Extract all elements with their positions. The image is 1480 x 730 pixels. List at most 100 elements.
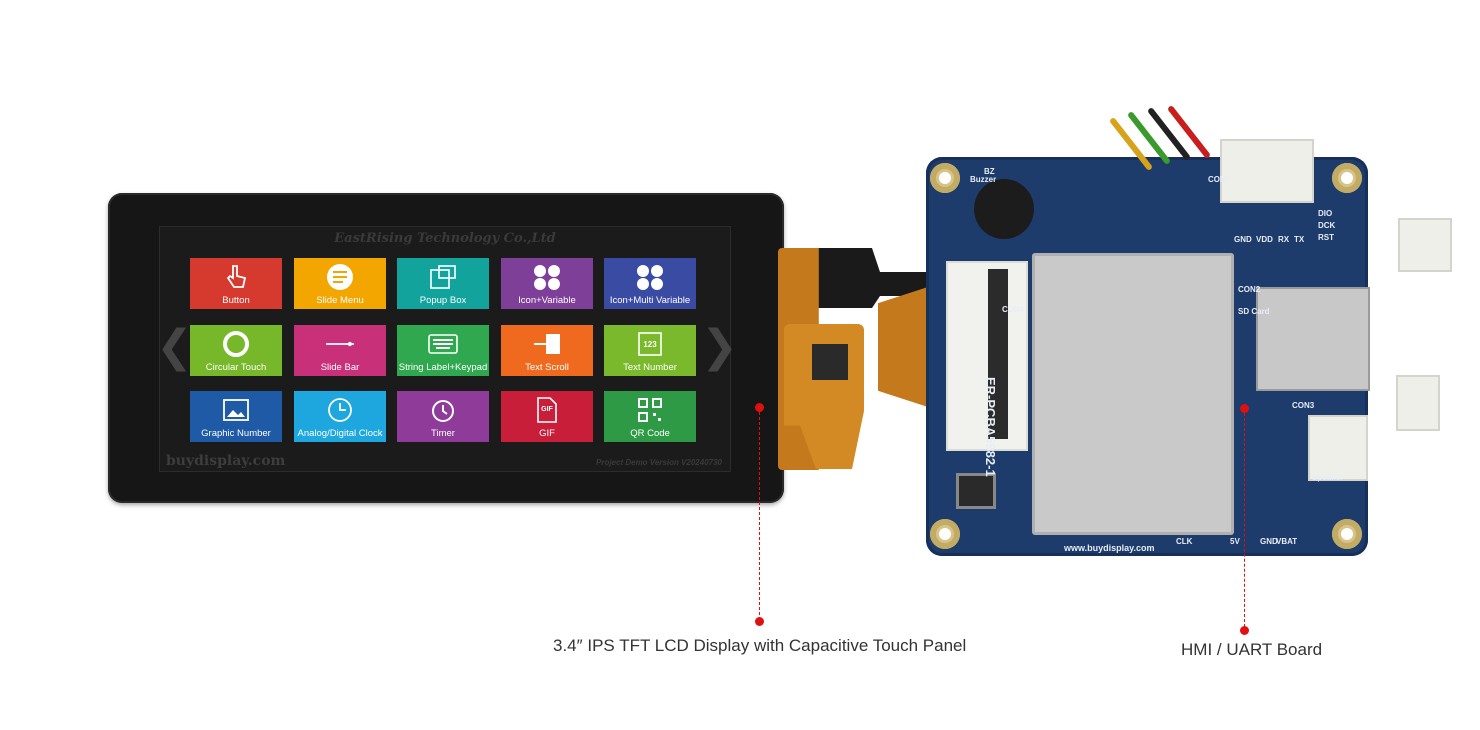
tile-label: Graphic Number (201, 428, 271, 439)
touch-screen[interactable]: EastRising Technology Co.,Ltd ❮ ❯ Button… (156, 226, 738, 472)
icon-variable-icon (532, 263, 562, 291)
tile-slide-bar[interactable]: Slide Bar (294, 325, 386, 376)
tile-circular-touch[interactable]: Circular Touch (190, 325, 282, 376)
mounting-hole (930, 163, 960, 193)
tile-label: Text Number (623, 362, 677, 373)
slide-bar-icon (325, 330, 355, 358)
company-name: EastRising Technology Co.,Ltd (334, 231, 556, 246)
silk-label: 5V (1230, 537, 1240, 546)
chevron-right-icon[interactable]: ❯ (701, 321, 738, 372)
silk-label: VDD (1256, 235, 1273, 244)
wire-black (1146, 106, 1192, 162)
lcd-display-module: EastRising Technology Co.,Ltd ❮ ❯ Button… (108, 193, 784, 503)
tile-string-label-keypad[interactable]: String Label+Keypad (397, 325, 489, 376)
clock-icon (325, 396, 355, 424)
silk-label: CLK (1176, 537, 1193, 546)
tile-popup-box[interactable]: Popup Box (397, 258, 489, 309)
tile-slide-menu[interactable]: Slide Menu (294, 258, 386, 309)
pcb-url: www.buydisplay.com (1064, 543, 1155, 553)
tile-icon-multi-variable[interactable]: Icon+Multi Variable (604, 258, 696, 309)
connector-con1 (1220, 139, 1314, 203)
keyboard-icon (428, 330, 458, 358)
board-caption: HMI / UART Board (1181, 640, 1323, 659)
tile-graphic-number[interactable]: Graphic Number (190, 391, 282, 442)
tile-label: Popup Box (419, 295, 467, 306)
silk-label: CON3 (1292, 401, 1315, 410)
popup-box-icon (428, 263, 458, 291)
silk-label: GND (1260, 537, 1278, 546)
silk-label: RST (1318, 233, 1334, 242)
speaker-connector (1308, 415, 1368, 481)
sd-card-slot (1256, 287, 1370, 391)
fpc-socket (946, 261, 1028, 451)
tile-label: Icon+Multi Variable (609, 295, 691, 306)
fpc-slot (988, 269, 1008, 439)
silk-label: DIO (1318, 209, 1333, 218)
silk-label: CON1 (1208, 175, 1231, 184)
tile-label: Slide Menu (316, 295, 364, 306)
version-label: Project Demo Version V20240730 (596, 458, 722, 467)
board-pointer-line (1244, 413, 1245, 627)
image-icon (221, 396, 251, 424)
tile-text-scroll[interactable]: Text Scroll (501, 325, 593, 376)
hand-pointer-icon (221, 263, 251, 291)
circular-touch-icon (221, 330, 251, 358)
qr-code-icon (635, 396, 665, 424)
buzzer (974, 179, 1034, 239)
number-glyph: 123 (643, 339, 657, 349)
silk-label: SD Card (1238, 307, 1270, 316)
silk-label: RX (1278, 235, 1290, 244)
silk-label: GND (1234, 235, 1252, 244)
text-number-icon: 123 (635, 330, 665, 358)
debug-connector (1396, 375, 1440, 431)
tile-analog-digital-clock[interactable]: Analog/Digital Clock (294, 391, 386, 442)
display-pointer-line (759, 412, 760, 620)
tile-icon-variable[interactable]: Icon+Variable (501, 258, 593, 309)
tile-gif[interactable]: GIF GIF (501, 391, 593, 442)
text-scroll-icon (532, 330, 562, 358)
tile-label: Button (222, 295, 250, 306)
silk-label: Buzzer (970, 175, 997, 184)
silk-label: TX (1294, 235, 1305, 244)
tile-label: Text Scroll (525, 362, 569, 373)
alarm-clock-icon (428, 396, 458, 424)
tile-label: QR Code (630, 428, 670, 439)
silk-label: VBAT (1276, 537, 1298, 546)
silk-label: CON4 (1002, 305, 1025, 314)
slide-menu-icon (325, 263, 355, 291)
tile-label: Timer (431, 428, 455, 439)
display-pointer-dot (755, 617, 764, 626)
touch-controller-chip (812, 344, 848, 380)
silk-label: DCK (1318, 221, 1336, 230)
tile-qr-code[interactable]: QR Code (604, 391, 696, 442)
tile-label: Circular Touch (205, 362, 267, 373)
tile-label: Slide Bar (320, 362, 360, 373)
board-pointer-dot (1240, 626, 1249, 635)
chevron-left-icon[interactable]: ❮ (156, 321, 193, 372)
brand-watermark: buydisplay.com (166, 453, 286, 469)
pcb-model-number: ER-PCBA5982-1 (983, 377, 998, 477)
tile-timer[interactable]: Timer (397, 391, 489, 442)
silk-label: BZ (984, 167, 995, 176)
display-pointer-dot (755, 403, 764, 412)
board-pointer-dot (1240, 404, 1249, 413)
tile-label: Analog/Digital Clock (297, 428, 383, 439)
module-shield (1032, 253, 1234, 535)
icon-multi-variable-icon (635, 263, 665, 291)
tile-button[interactable]: Button (190, 258, 282, 309)
side-connector-plug (1398, 218, 1452, 272)
tile-label: String Label+Keypad (398, 362, 488, 373)
gif-icon: GIF (532, 396, 562, 424)
wire-red (1166, 104, 1212, 160)
mounting-hole (1332, 519, 1362, 549)
display-caption: 3.4″ IPS TFT LCD Display with Capacitive… (553, 636, 967, 655)
inductor (956, 473, 996, 509)
mounting-hole (1332, 163, 1362, 193)
tile-label: Icon+Variable (518, 295, 576, 306)
mounting-hole (930, 519, 960, 549)
tile-label: GIF (539, 428, 555, 439)
silk-label: CON2 (1238, 285, 1261, 294)
silk-label: Speaker (1312, 473, 1344, 482)
gif-glyph: GIF (541, 406, 553, 413)
